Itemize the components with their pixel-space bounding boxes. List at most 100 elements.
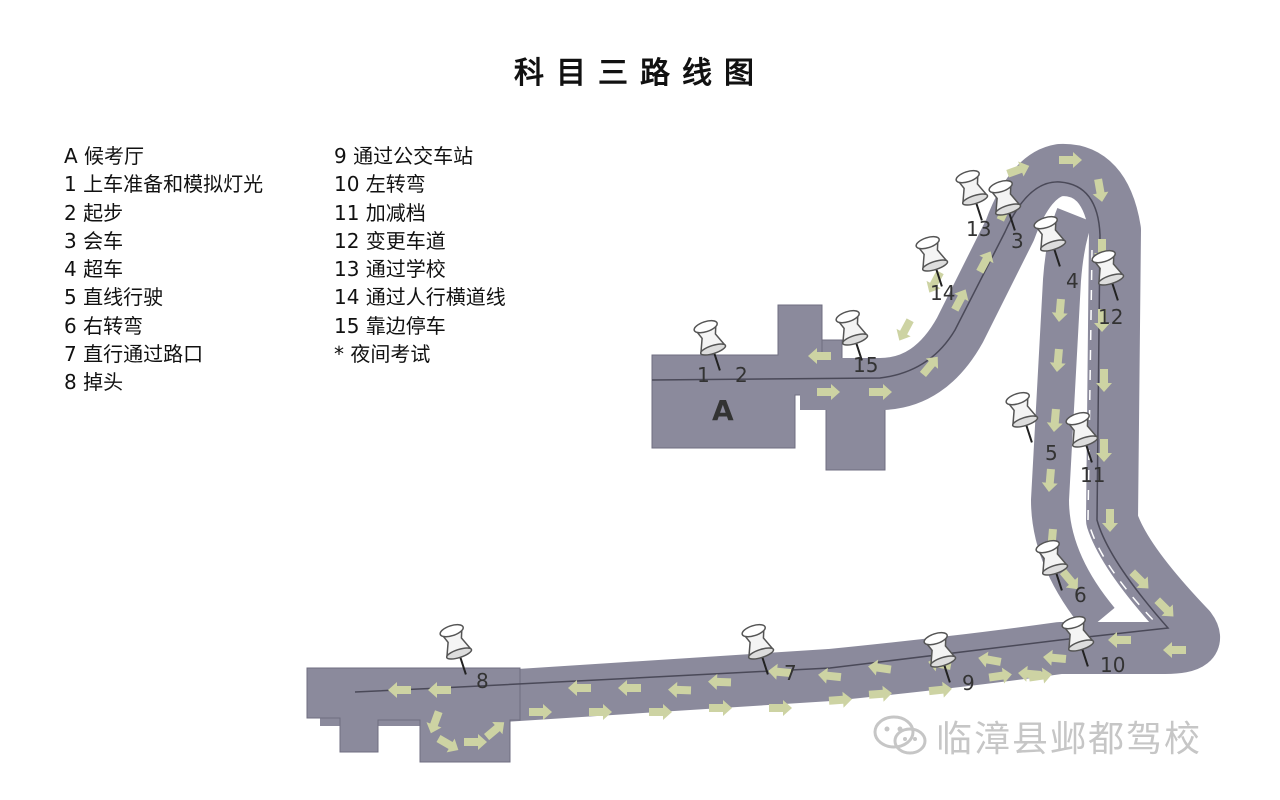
pushpin-icon bbox=[915, 235, 949, 287]
legend-key: 2 bbox=[64, 200, 77, 225]
legend-label: 上车准备和模拟灯光 bbox=[76, 172, 264, 197]
legend-label: 左转弯 bbox=[359, 172, 426, 197]
legend-label: 通过公交车站 bbox=[346, 144, 474, 168]
direction-arrow bbox=[817, 384, 840, 400]
legend-key: 9 bbox=[334, 144, 347, 168]
direction-arrow bbox=[1096, 439, 1112, 462]
direction-arrow bbox=[426, 710, 443, 734]
marker-label: 4 bbox=[1066, 269, 1079, 293]
marker-label: 3 bbox=[1011, 229, 1024, 253]
pushpin-icon bbox=[955, 169, 989, 221]
legend-item: 1 上车准备和模拟灯光 bbox=[64, 170, 263, 198]
direction-arrow bbox=[529, 704, 552, 720]
legend-item: 4 超车 bbox=[64, 255, 263, 283]
direction-arrow bbox=[709, 700, 732, 716]
direction-arrow bbox=[1096, 369, 1112, 392]
legend-item: * 夜间考试 bbox=[334, 340, 506, 368]
marker-label: 10 bbox=[1100, 653, 1125, 677]
road-main bbox=[320, 144, 1220, 726]
direction-arrow bbox=[976, 251, 994, 274]
pushpin-icon bbox=[1005, 391, 1039, 443]
legend-item: 12 变更车道 bbox=[334, 227, 506, 255]
direction-arrow bbox=[951, 289, 969, 312]
legend-key: 1 bbox=[64, 172, 77, 197]
direction-arrow bbox=[1108, 632, 1131, 648]
direction-arrow bbox=[896, 318, 914, 341]
marker-label: 9 bbox=[962, 671, 975, 695]
direction-arrow bbox=[769, 700, 792, 716]
direction-arrow bbox=[1154, 597, 1174, 617]
legend-key: 14 bbox=[334, 285, 360, 310]
legend-label: 超车 bbox=[76, 257, 124, 282]
pushpin-icon bbox=[741, 623, 775, 675]
legend-item: 7 直行通过路口 bbox=[64, 340, 263, 368]
direction-arrow bbox=[568, 680, 591, 696]
legend-item: 3 会车 bbox=[64, 227, 263, 255]
legend-key: 13 bbox=[334, 257, 360, 282]
direction-arrow bbox=[1092, 178, 1109, 202]
direction-arrow bbox=[1051, 298, 1068, 322]
legend-label: 候考厅 bbox=[77, 144, 145, 168]
direction-arrow bbox=[436, 735, 459, 753]
pushpin-icon bbox=[923, 631, 957, 683]
direction-arrow bbox=[818, 667, 842, 684]
legend-key: 7 bbox=[64, 342, 77, 367]
legend-key: 3 bbox=[64, 228, 77, 253]
wechat-icon bbox=[873, 715, 927, 755]
direction-arrow bbox=[1129, 569, 1149, 589]
direction-arrow bbox=[649, 704, 672, 720]
direction-arrow bbox=[768, 663, 792, 680]
legend-label: 掉头 bbox=[76, 370, 124, 395]
pushpin-icon bbox=[1065, 411, 1099, 463]
marker-label: 11 bbox=[1080, 463, 1105, 487]
marker-label: 7 bbox=[784, 661, 797, 685]
page-title: 科目三路线图 bbox=[514, 56, 766, 91]
legend-item: 10 左转弯 bbox=[334, 170, 506, 198]
legend-key: 4 bbox=[64, 257, 77, 282]
direction-arrow bbox=[618, 680, 641, 696]
legend-key: 12 bbox=[334, 228, 360, 253]
direction-arrow bbox=[1043, 649, 1067, 666]
marker-label: 14 bbox=[930, 281, 955, 305]
direction-arrow bbox=[668, 681, 692, 698]
marker-label: 1 bbox=[697, 363, 710, 387]
marker-label: 6 bbox=[1074, 583, 1087, 607]
direction-arrow bbox=[828, 691, 852, 708]
direction-arrow bbox=[808, 348, 831, 364]
legend-label: 夜间考试 bbox=[344, 342, 431, 367]
road-center-line bbox=[354, 181, 1170, 693]
direction-arrow bbox=[1102, 509, 1118, 532]
direction-arrow bbox=[919, 356, 939, 377]
legend-key: 5 bbox=[64, 285, 77, 310]
marker-label: 12 bbox=[1098, 305, 1123, 329]
legend-label: 变更车道 bbox=[359, 228, 446, 253]
direction-arrow bbox=[869, 384, 892, 400]
pushpin-icon bbox=[439, 623, 473, 675]
legend-key: A bbox=[64, 144, 78, 168]
legend-label: 通过学校 bbox=[359, 257, 446, 282]
direction-arrow bbox=[1046, 408, 1063, 432]
direction-arrow bbox=[589, 704, 612, 720]
legend-key: 6 bbox=[64, 313, 77, 338]
direction-arrow bbox=[1163, 642, 1186, 658]
direction-arrow bbox=[428, 682, 451, 698]
legend-label: 直线行驶 bbox=[76, 285, 164, 310]
legend-item: 13 通过学校 bbox=[334, 255, 506, 283]
legend-item: 6 右转弯 bbox=[64, 312, 263, 340]
legend-key: 10 bbox=[334, 172, 360, 197]
direction-arrow bbox=[1041, 468, 1058, 492]
direction-arrow bbox=[868, 685, 892, 702]
legend-item: 5 直线行驶 bbox=[64, 283, 263, 311]
direction-arrow bbox=[464, 734, 487, 750]
direction-arrow bbox=[708, 673, 732, 690]
pushpin-icon bbox=[1061, 615, 1095, 667]
direction-arrow bbox=[978, 651, 1002, 668]
direction-arrow bbox=[928, 681, 952, 698]
legend-label: 右转弯 bbox=[76, 313, 144, 338]
legend-item: 11 加减档 bbox=[334, 199, 506, 227]
direction-arrow bbox=[1006, 161, 1030, 178]
direction-arrow bbox=[388, 682, 411, 698]
legend-label: 通过人行横道线 bbox=[359, 285, 506, 310]
